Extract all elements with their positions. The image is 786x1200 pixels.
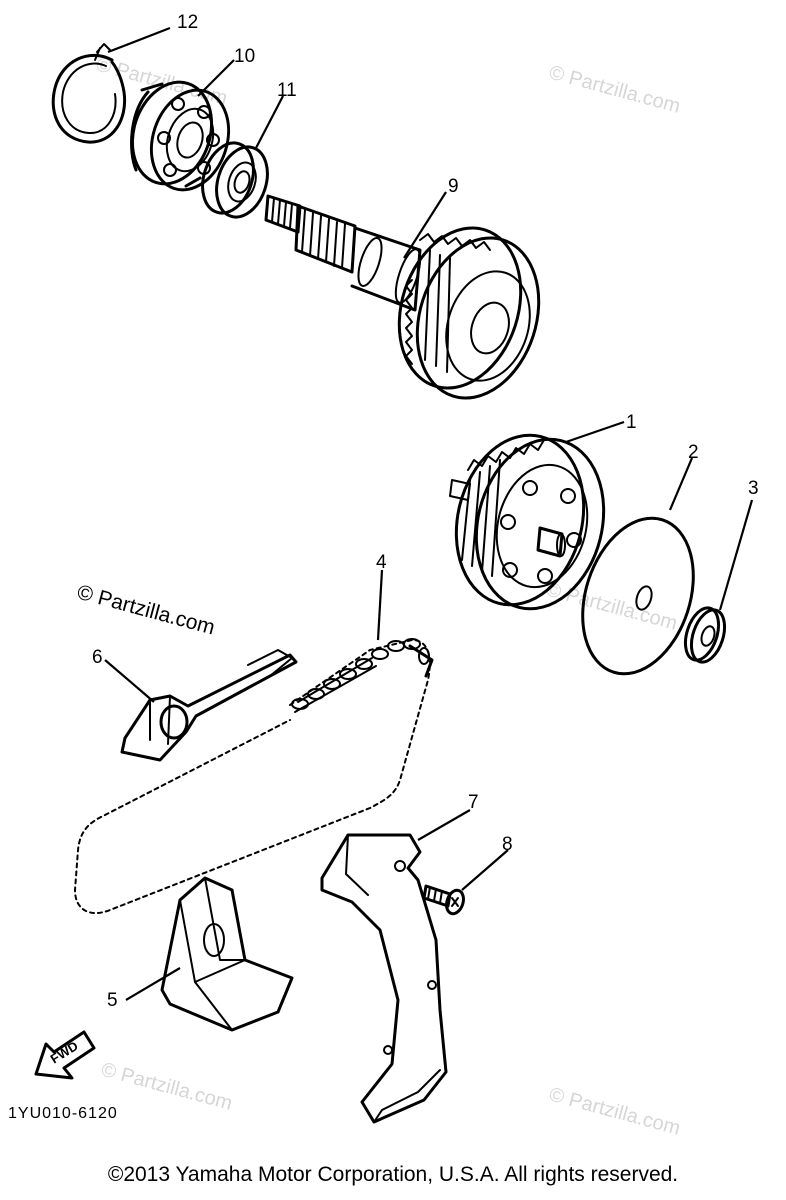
- part-5-guide-block: [160, 876, 294, 1032]
- watermark-ghost: © Partzilla.com: [544, 579, 680, 635]
- part-7-bracket: [320, 833, 448, 1124]
- part-6-chain-guide: [120, 649, 298, 762]
- watermark-main: © Partzilla.com: [75, 581, 218, 640]
- callout-3: 3: [748, 478, 759, 499]
- callout-10: 10: [234, 46, 255, 67]
- callout-5: 5: [107, 990, 118, 1011]
- part-1-gear-assembly: [449, 433, 606, 611]
- watermark-ghost: © Partzilla.com: [94, 54, 230, 110]
- fwd-label: FWD: [48, 1038, 81, 1066]
- part-12-circlip: [51, 43, 127, 144]
- callout-6: 6: [92, 647, 103, 668]
- callout-11: 11: [277, 80, 297, 101]
- part-3-washer: [683, 606, 727, 664]
- part-4-chain: [74, 638, 434, 915]
- callout-4: 4: [376, 552, 387, 573]
- copyright-footer: ©2013 Yamaha Motor Corporation, U.S.A. A…: [107, 1163, 679, 1186]
- part-2-plate: [581, 516, 695, 676]
- part-11-oil-seal: [201, 141, 269, 219]
- callout-9: 9: [448, 176, 459, 197]
- diagram-code: 1YU010-6120: [8, 1105, 118, 1122]
- callout-7: 7: [468, 792, 479, 813]
- watermark-ghost: © Partzilla.com: [547, 1084, 683, 1140]
- watermark-ghost: © Partzilla.com: [547, 62, 683, 118]
- watermark-ghost: © Partzilla.com: [99, 1059, 235, 1115]
- leader-lines: [104, 26, 754, 1001]
- callout-2: 2: [688, 442, 699, 463]
- callout-8: 8: [502, 834, 513, 855]
- callout-12: 12: [177, 12, 198, 33]
- forward-arrow-icon: FWD: [34, 1030, 96, 1080]
- part-8-bolt: [422, 884, 465, 916]
- part-9-secondary-shaft: [264, 194, 541, 400]
- callout-1: 1: [626, 412, 637, 433]
- part-10-bearing: [130, 80, 231, 192]
